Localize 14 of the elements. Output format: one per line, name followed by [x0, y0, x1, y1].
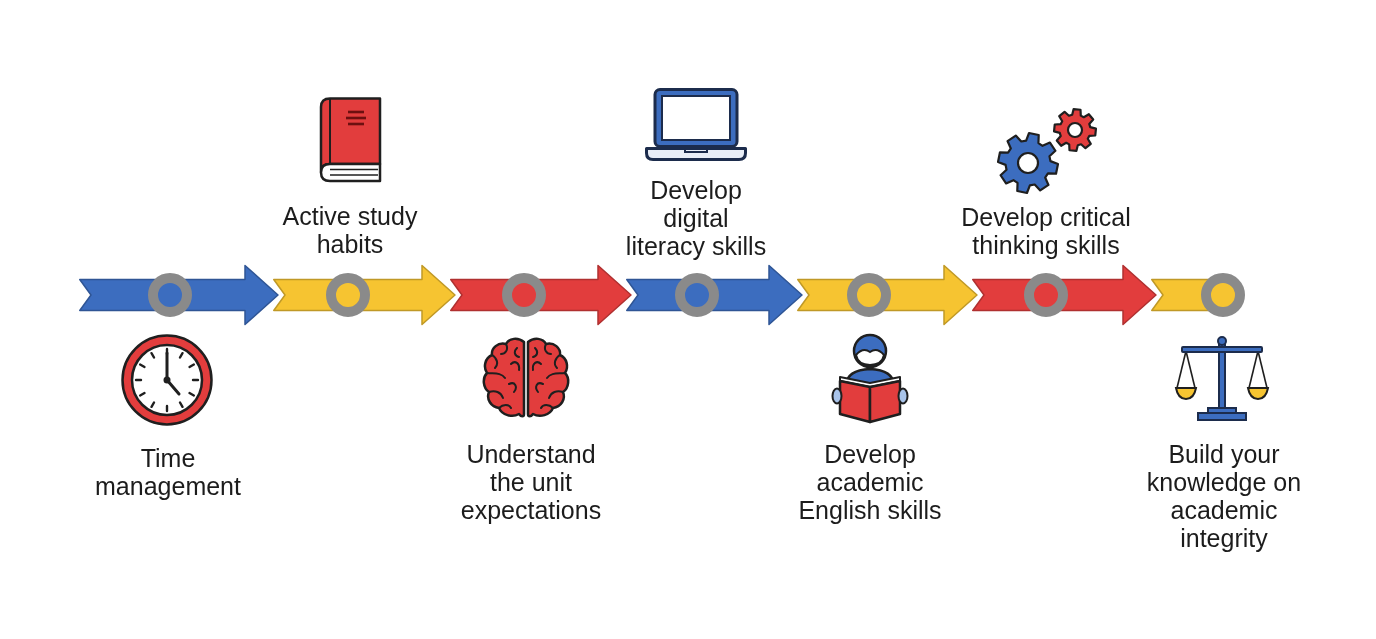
timeline-marker	[273, 273, 370, 317]
timeline-marker	[1151, 273, 1245, 317]
milestone-label: Develop academic English skills	[797, 440, 943, 524]
timeline-marker	[450, 273, 546, 317]
milestone-label: Develop digital literacy skills	[624, 176, 768, 260]
milestone-label: Understand the unit expectations	[459, 440, 603, 524]
timeline-marker	[626, 273, 719, 317]
milestone-label: Active study habits	[281, 202, 419, 258]
timeline-marker	[79, 273, 192, 317]
milestone-label: Time management	[94, 444, 242, 500]
timeline-marker	[972, 273, 1068, 317]
milestone-label: Develop critical thinking skills	[960, 203, 1132, 259]
milestone-label: Build your knowledge on academic integrity	[1145, 440, 1303, 552]
timeline-marker	[797, 273, 891, 317]
